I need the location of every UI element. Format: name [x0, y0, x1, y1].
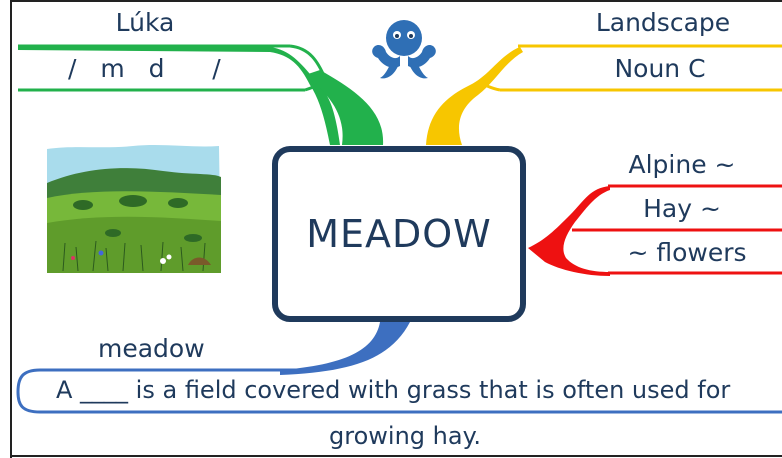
- octopus-logo-icon: [372, 20, 436, 79]
- frame-top-border: [10, 0, 782, 2]
- meadow-landscape-illustration: [47, 145, 221, 273]
- blue-sentence-bracket: [16, 368, 782, 414]
- example-sentence-line-2: growing hay.: [329, 422, 481, 450]
- translation-label: Lúka: [115, 8, 175, 37]
- center-word: MEADOW: [306, 212, 492, 256]
- word-type-label: Landscape: [595, 8, 731, 37]
- green-branch-connector: [289, 44, 327, 92]
- bottom-word-label: meadow: [98, 334, 205, 363]
- yellow-branch-connector: [479, 80, 501, 92]
- center-word-box: MEADOW: [272, 146, 526, 322]
- collocation-2: Hay ~: [643, 194, 721, 223]
- frame-left-border: [10, 0, 12, 458]
- red-branch: [528, 186, 610, 276]
- frame-bottom-border: [10, 455, 782, 457]
- example-sentence-line-1: A ____ is a field covered with grass tha…: [56, 376, 731, 404]
- blue-branch: [280, 322, 410, 375]
- pronunciation-label: / m d /: [68, 54, 221, 83]
- collocation-3: ~ flowers: [627, 238, 747, 267]
- yellow-branch: [426, 47, 523, 145]
- collocation-1: Alpine ~: [628, 150, 736, 179]
- green-branch-thick: [305, 70, 384, 145]
- noun-type-label: Noun C: [614, 54, 706, 83]
